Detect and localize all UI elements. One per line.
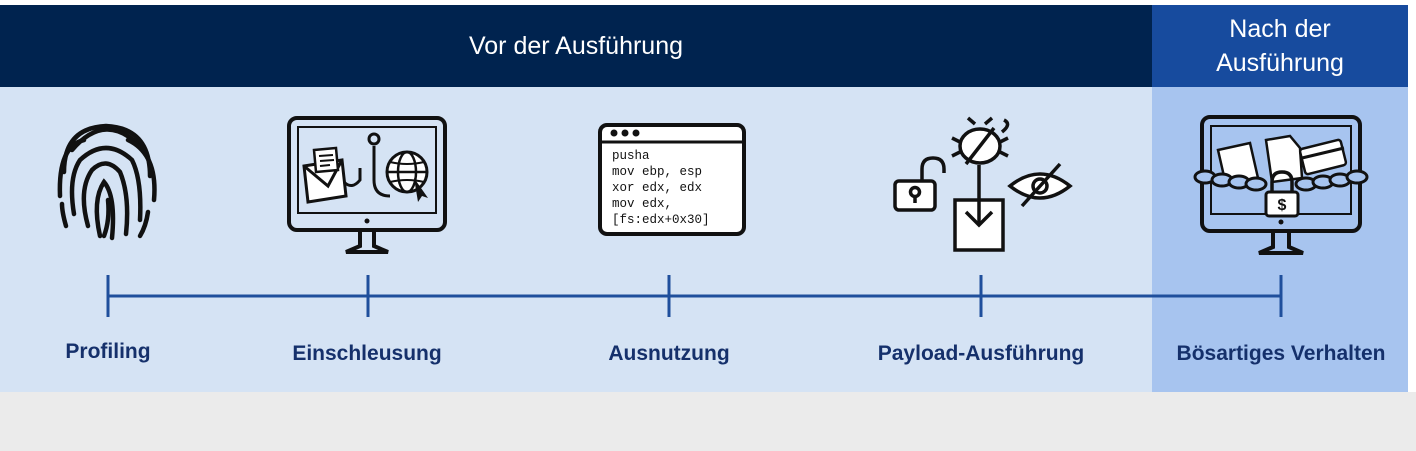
- stage-label-payload-ausfuehrung: Payload-Ausführung: [877, 342, 1085, 365]
- header-pre-execution-text: Vor der Ausführung: [468, 31, 684, 60]
- code-line: mov edx,: [612, 197, 673, 211]
- code-line: pusha: [612, 149, 650, 163]
- right-edge: [1408, 0, 1416, 392]
- monitor-chained-files-icon: $: [1193, 115, 1369, 255]
- code-line: mov ebp, esp: [612, 165, 703, 179]
- svg-text:$: $: [1278, 197, 1287, 214]
- header-post-execution-line1: Nach der: [1229, 15, 1331, 43]
- timeline: [106, 275, 1283, 317]
- stage-label-ausnutzung: Ausnutzung: [608, 342, 730, 365]
- header-pre-execution: Vor der Ausführung: [0, 5, 1152, 87]
- lock-bug-download-eye-icon: [893, 116, 1073, 252]
- stage-label-boesartiges-verhalten: Bösartiges Verhalten: [1176, 342, 1386, 365]
- top-strip: [0, 0, 1416, 5]
- stage-label-einschleusung: Einschleusung: [292, 342, 442, 365]
- code-snippet: pusha mov ebp, esp xor edx, edx mov edx,…: [612, 148, 710, 228]
- code-line: xor edx, edx: [612, 181, 703, 195]
- stage-label-profiling: Profiling: [65, 340, 151, 363]
- code-line: [fs:edx+0x30]: [612, 213, 710, 227]
- header-post-execution: Nach der Ausführung: [1152, 5, 1408, 87]
- code-window-icon: [598, 123, 746, 236]
- monitor-mail-phishing-icon: [287, 116, 447, 254]
- header-post-execution-line2: Ausführung: [1216, 49, 1344, 77]
- fingerprint-icon: [57, 123, 157, 241]
